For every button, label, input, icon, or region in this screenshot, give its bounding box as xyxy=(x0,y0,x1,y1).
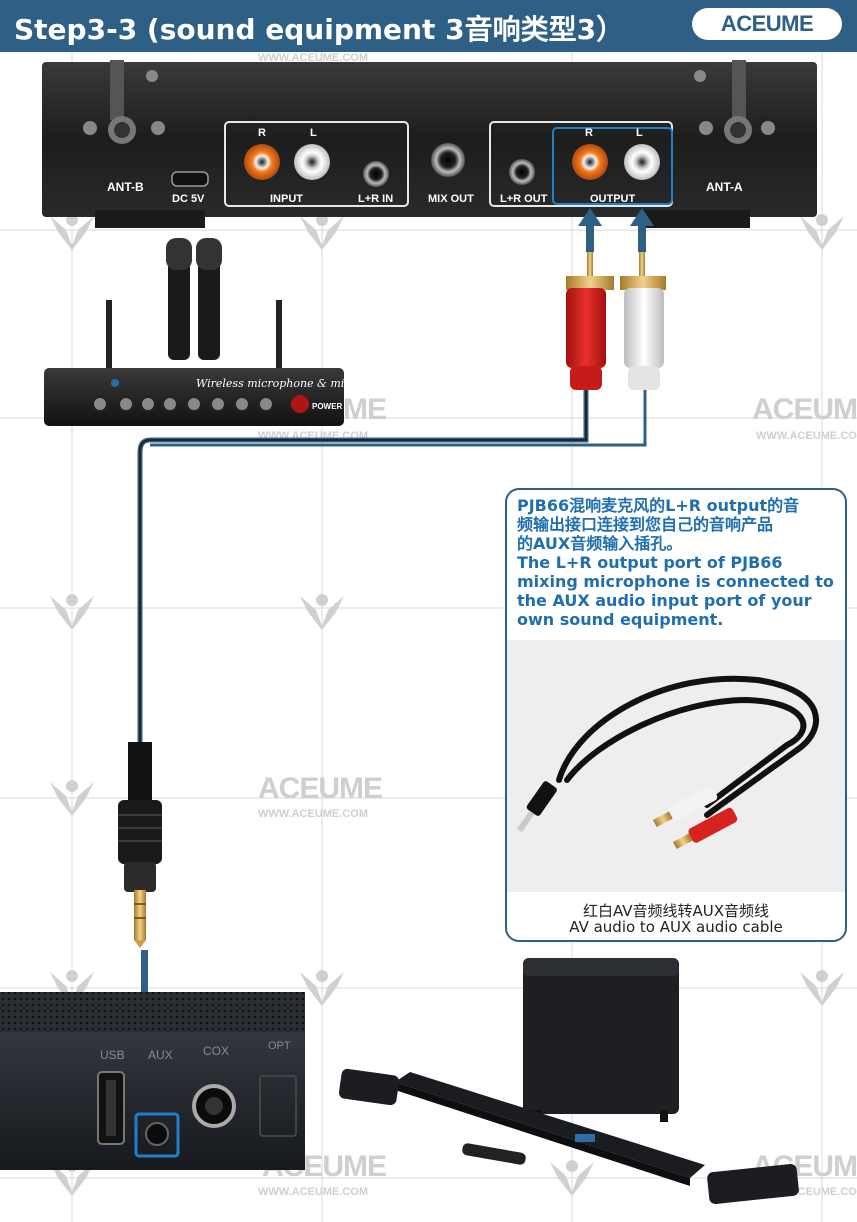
watermark-icon xyxy=(800,214,844,250)
watermark-url: WWW.ACEUME.COM xyxy=(756,430,857,442)
cable-illustration xyxy=(516,675,820,850)
watermark-icon xyxy=(50,594,94,630)
callout-line: the AUX audio input port of your xyxy=(517,591,812,610)
cox-label: COX xyxy=(203,1044,230,1058)
dc-label: DC 5V xyxy=(172,193,205,205)
watermark-icon xyxy=(550,1160,594,1196)
watermark-url: WWW.ACEUME.COM xyxy=(258,52,368,64)
input-r-label: R xyxy=(258,127,266,139)
ant-b-label: ANT-B xyxy=(107,180,144,194)
callout-line: own sound equipment. xyxy=(517,610,724,629)
usb-label: USB xyxy=(100,1048,125,1062)
output-r-label: R xyxy=(585,127,593,139)
opt-label: OPT xyxy=(268,1040,291,1052)
watermark-brand: ACEUME xyxy=(752,393,857,426)
caption-cn: 红白AV音频线转AUX音频线 xyxy=(582,902,770,920)
callout-line: mixing microphone is connected to xyxy=(517,572,834,591)
callout-text: PJB66混响麦克风的L+R output的音 频输出接口连接到您自己的音响产品… xyxy=(517,496,837,629)
output-l-label: L xyxy=(636,127,643,139)
watermark-icon xyxy=(300,594,344,630)
callout-box: PJB66混响麦克风的L+R output的音 频输出接口连接到您自己的音响产品… xyxy=(505,488,847,942)
callout-line: 频输出接口连接到您自己的音响产品 xyxy=(517,515,774,534)
output-label: OUTPUT xyxy=(590,193,636,205)
caption-en: AV audio to AUX audio cable xyxy=(569,918,783,936)
watermark-url: WWW.ACEUME.COM xyxy=(258,1186,368,1198)
watermark-icon xyxy=(300,970,344,1006)
callout-line: 的AUX音频输入插孔。 xyxy=(517,534,683,553)
watermark-url: WWW.ACEUME.COM xyxy=(258,808,368,820)
lr-in-label: L+R IN xyxy=(358,193,394,205)
page-title: Step3-3 (sound equipment 3音响类型3） xyxy=(14,13,625,46)
ant-a-label: ANT-A xyxy=(706,180,743,194)
mix-out-label: MIX OUT xyxy=(428,193,474,205)
receiver-rear-panel xyxy=(42,60,817,228)
mixer-name: Wireless microphone & mixer xyxy=(196,377,363,390)
lr-out-label: L+R OUT xyxy=(500,193,548,205)
brand-logo: ACEUME xyxy=(692,8,842,40)
input-l-label: L xyxy=(310,127,317,139)
mixer-power-label: POWER xyxy=(312,402,343,411)
aux-label: AUX xyxy=(148,1048,173,1062)
input-label: INPUT xyxy=(270,193,303,205)
watermark-icon xyxy=(50,970,94,1006)
watermark-brand: ACEUME xyxy=(258,772,383,805)
watermark-icon xyxy=(800,970,844,1006)
av-to-aux-cable-photo xyxy=(507,640,845,892)
header-bar: Step3-3 (sound equipment 3音响类型3） ACEUME xyxy=(0,0,857,52)
callout-line: PJB66混响麦克风的L+R output的音 xyxy=(517,496,800,515)
watermark-icon xyxy=(50,780,94,816)
callout-line: The L+R output port of PJB66 xyxy=(517,553,783,572)
